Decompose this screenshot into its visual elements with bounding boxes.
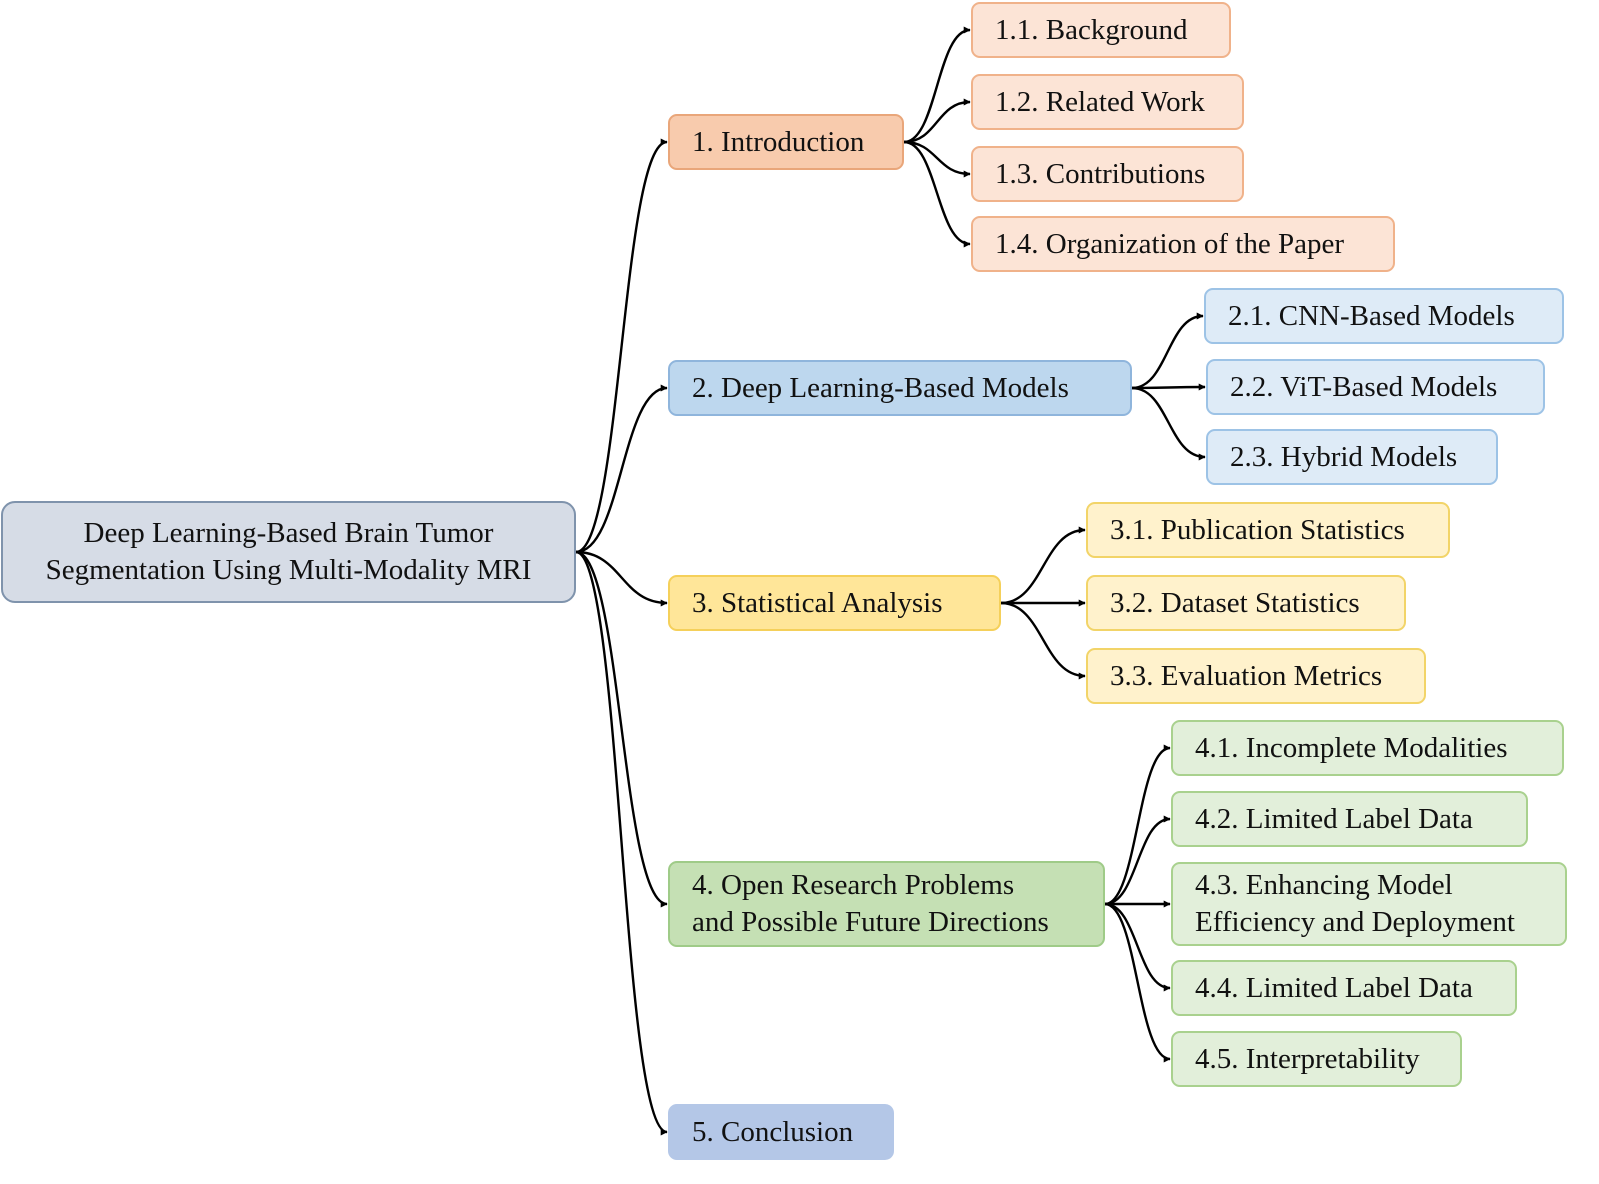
subsection-label: 4.2. Limited Label Data xyxy=(1195,802,1473,835)
connector-section-3-to-sub-1 xyxy=(1000,526,1086,605)
subsection-model-efficiency: 4.3. Enhancing Model Efficiency and Depl… xyxy=(1171,862,1567,946)
connector-section-3-to-sub-3 xyxy=(1000,601,1086,680)
connector-section-4-to-sub-2 xyxy=(1104,815,1171,906)
subsection-cnn-based: 2.1. CNN-Based Models xyxy=(1204,288,1564,344)
section-label: 1. Introduction xyxy=(692,125,865,158)
section-label: 3. Statistical Analysis xyxy=(692,586,943,619)
subsection-hybrid: 2.3. Hybrid Models xyxy=(1206,429,1498,485)
section-label-line-1: 4. Open Research Problems xyxy=(692,869,1015,901)
subsection-label-line-2: Efficiency and Deployment xyxy=(1195,906,1515,938)
subsection-label: 4.4. Limited Label Data xyxy=(1195,971,1473,1004)
subsection-contributions: 1.3. Contributions xyxy=(971,146,1244,202)
subsection-dataset-statistics: 3.2. Dataset Statistics xyxy=(1086,575,1406,631)
subsection-label: 3.3. Evaluation Metrics xyxy=(1110,659,1383,692)
connector-root-to-section-4 xyxy=(575,550,668,908)
section-label: 5. Conclusion xyxy=(692,1115,854,1148)
connector-root-to-section-3 xyxy=(575,550,668,607)
subsection-incomplete-modalities: 4.1. Incomplete Modalities xyxy=(1171,720,1564,776)
connector-section-2-to-sub-3 xyxy=(1131,386,1206,461)
subsection-label-line-1: 4.3. Enhancing Model xyxy=(1195,869,1453,901)
connector-section-2-to-sub-1 xyxy=(1131,312,1204,390)
section-label: 2. Deep Learning-Based Models xyxy=(692,371,1069,404)
connector-section-4-to-sub-5 xyxy=(1104,902,1171,1063)
subsection-limited-label-data: 4.2. Limited Label Data xyxy=(1171,791,1528,847)
subsection-limited-label-data-2: 4.4. Limited Label Data xyxy=(1171,960,1517,1016)
connector-section-4-to-sub-4 xyxy=(1104,902,1171,992)
section-deep-learning-models: 2. Deep Learning-Based Models xyxy=(668,360,1132,416)
subsection-label: 1.4. Organization of the Paper xyxy=(995,227,1344,260)
subsection-label: 4.1. Incomplete Modalities xyxy=(1195,731,1508,764)
root-title-line-1: Deep Learning-Based Brain Tumor xyxy=(83,517,494,549)
connector-section-1-to-sub-3 xyxy=(903,140,971,178)
connector-section-1-to-sub-2 xyxy=(903,98,971,144)
subsection-background: 1.1. Background xyxy=(971,2,1231,58)
connector-section-4-to-sub-1 xyxy=(1104,744,1171,906)
subsection-label: 2.1. CNN-Based Models xyxy=(1228,299,1515,332)
section-statistical-analysis: 3. Statistical Analysis xyxy=(668,575,1001,631)
subsection-label: 2.2. ViT-Based Models xyxy=(1230,370,1498,403)
subsection-label: 1.1. Background xyxy=(995,13,1188,46)
subsection-label: 1.2. Related Work xyxy=(995,85,1205,118)
root-title-line-2: Segmentation Using Multi-Modality MRI xyxy=(45,554,532,586)
section-label-line-2: and Possible Future Directions xyxy=(692,906,1049,938)
connector-root-to-section-5 xyxy=(575,550,668,1136)
subsection-publication-statistics: 3.1. Publication Statistics xyxy=(1086,502,1450,558)
subsection-label: 3.2. Dataset Statistics xyxy=(1110,586,1360,619)
subsection-label: 3.1. Publication Statistics xyxy=(1110,513,1405,546)
subsection-label: 2.3. Hybrid Models xyxy=(1230,440,1458,473)
section-open-research-problems: 4. Open Research Problems and Possible F… xyxy=(668,861,1105,947)
connector-section-1-to-sub-1 xyxy=(903,26,971,144)
connector-section-2-to-sub-2 xyxy=(1131,383,1206,391)
connector-section-1-to-sub-4 xyxy=(903,140,971,248)
subsection-organization: 1.4. Organization of the Paper xyxy=(971,216,1395,272)
subsection-interpretability: 4.5. Interpretability xyxy=(1171,1031,1462,1087)
root-node: Deep Learning-Based Brain Tumor Segmenta… xyxy=(1,501,576,603)
section-conclusion: 5. Conclusion xyxy=(668,1104,894,1160)
connector-root-to-section-2 xyxy=(575,384,668,554)
section-introduction: 1. Introduction xyxy=(668,114,904,170)
subsection-label: 1.3. Contributions xyxy=(995,157,1206,190)
subsection-vit-based: 2.2. ViT-Based Models xyxy=(1206,359,1545,415)
subsection-evaluation-metrics: 3.3. Evaluation Metrics xyxy=(1086,648,1426,704)
connector-root-to-section-1 xyxy=(575,138,668,554)
subsection-label: 4.5. Interpretability xyxy=(1195,1042,1420,1075)
subsection-related-work: 1.2. Related Work xyxy=(971,74,1244,130)
